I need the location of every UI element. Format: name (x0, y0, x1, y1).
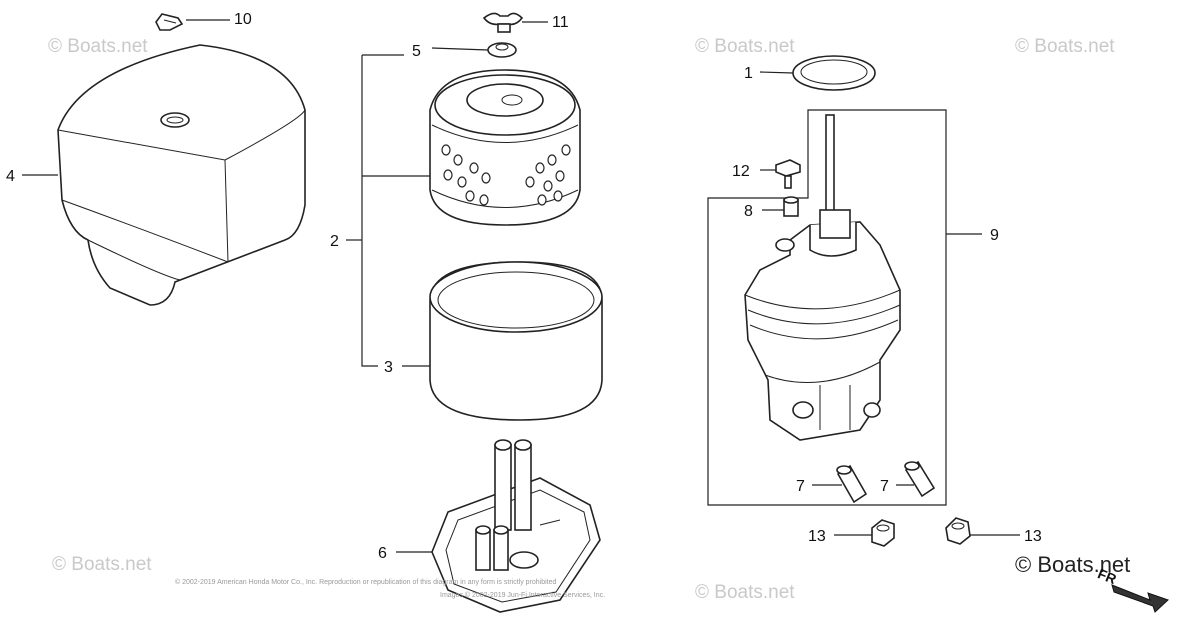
part-nut-13a (871, 519, 895, 547)
part-case-9 (744, 114, 901, 441)
filter-hole (457, 176, 467, 188)
part-wing-nut-11 (482, 12, 524, 33)
part-bolt-12 (775, 159, 801, 189)
callout-9: 9 (990, 227, 999, 244)
callout-4: 4 (6, 168, 15, 185)
part-gasket-1 (792, 55, 876, 91)
callout-2: 2 (330, 233, 339, 250)
part-grommet-7a (836, 464, 868, 504)
filter-hole (441, 144, 451, 156)
filter-hole (481, 172, 491, 184)
watermark-top-left: © Boats.net (48, 36, 148, 57)
watermark-bottom-left: © Boats.net (52, 554, 152, 575)
filter-hole (453, 154, 463, 166)
copyright-line-1: © 2002-2019 American Honda Motor Co., In… (175, 578, 557, 586)
filter-hole (535, 162, 545, 174)
part-clip-10 (155, 13, 184, 31)
direction-marker: FR (1095, 565, 1169, 613)
callout-10: 10 (234, 11, 252, 28)
filter-hole (537, 194, 547, 206)
watermark-bottom-right: © Boats.net (1015, 552, 1130, 577)
callout-6: 6 (378, 545, 387, 562)
bracket-2 (361, 54, 430, 367)
part-filter-element-2 (429, 69, 581, 226)
filter-hole (553, 190, 563, 202)
bracket-9 (707, 109, 947, 506)
filter-hole (469, 162, 479, 174)
filter-hole (443, 169, 453, 181)
filter-hole (555, 170, 565, 182)
filter-hole (543, 180, 553, 192)
part-cover-4 (57, 44, 306, 306)
callout-5: 5 (412, 43, 421, 60)
part-base-6 (431, 439, 601, 613)
filter-holes (441, 144, 571, 206)
filter-hole (465, 190, 475, 202)
leader-5 (431, 47, 489, 51)
part-nut-13b (945, 517, 971, 545)
callout-1: 1 (744, 65, 753, 82)
part-nut-5 (487, 42, 517, 58)
copyright-line-2: Images © 2002-2019 Jun-Fi Interactive Se… (440, 591, 605, 599)
watermark-bottom-center: © Boats.net (695, 582, 795, 603)
filter-hole (561, 144, 571, 156)
part-grommet-7b (904, 460, 936, 498)
callout-3: 3 (384, 359, 393, 376)
callout-8: 8 (744, 203, 753, 220)
watermark-top-center: © Boats.net (695, 36, 795, 57)
watermark-top-right: © Boats.net (1015, 36, 1115, 57)
callout-13b: 13 (1024, 528, 1042, 545)
filter-hole (479, 194, 489, 206)
filter-hole (547, 154, 557, 166)
callout-11: 11 (552, 14, 569, 31)
callout-7b: 7 (880, 478, 889, 495)
callout-13a: 13 (808, 528, 826, 545)
direction-label: FR (1095, 565, 1118, 587)
part-foam-element-3 (429, 261, 603, 421)
filter-hole (525, 176, 535, 188)
callout-12: 12 (732, 163, 750, 180)
leader-1 (759, 71, 794, 74)
part-collar-8 (783, 196, 799, 217)
callout-7a: 7 (796, 478, 805, 495)
